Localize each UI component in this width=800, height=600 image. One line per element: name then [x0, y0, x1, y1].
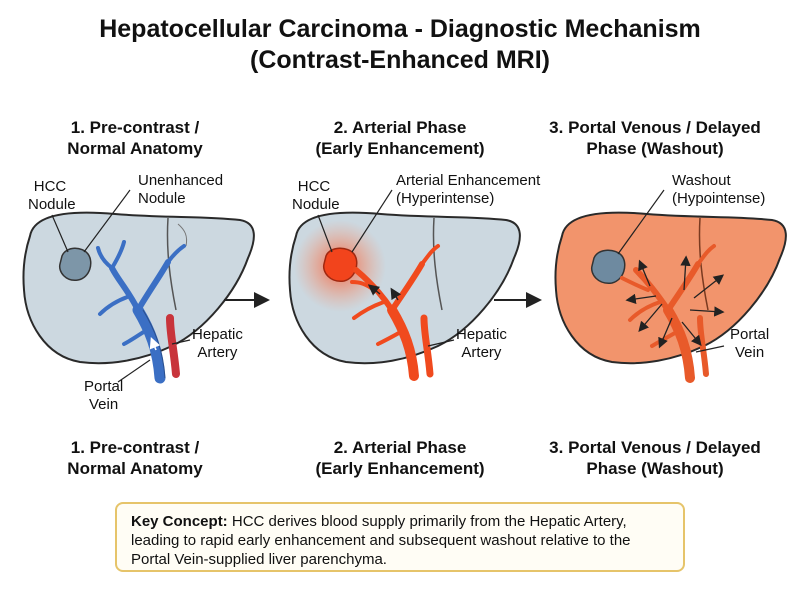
hcc-leader	[317, 214, 333, 253]
washout-leader	[617, 189, 665, 255]
gallbladder-fold	[177, 223, 188, 247]
title-line-1: Hepatocellular Carcinoma - Diagnostic Me…	[99, 15, 701, 43]
falciform-ligament	[432, 217, 443, 311]
portal-leader	[695, 345, 725, 353]
diagram-title: Hepatocellular Carcinoma - Diagnostic Me…	[0, 14, 800, 76]
falciform-ligament	[698, 217, 709, 311]
panel-3-heading-top: 3. Portal Venous / Delayed Phase (Washou…	[549, 118, 761, 158]
p2-arterial-enhancement-label: Arterial Enhancement(Hyperintense)	[396, 172, 541, 207]
panel-3-heading-bottom: 3. Portal Venous / Delayed Phase (Washou…	[549, 438, 761, 478]
artery-leader	[171, 339, 191, 345]
panel-1-liver	[22, 189, 255, 384]
key-concept-text: HCC derives blood supply primarily from …	[131, 513, 631, 568]
dispersal-arrows	[625, 255, 725, 349]
flow-arrow	[149, 337, 161, 351]
panel-2-heading-top: 2. Arterial Phase (Early Enhancement)	[315, 118, 485, 158]
portal-leader	[117, 359, 151, 383]
panel-2-liver	[288, 189, 521, 381]
hcc-nodule	[58, 247, 92, 281]
panel-2-heading-bottom: 2. Arterial Phase (Early Enhancement)	[315, 438, 485, 478]
enhancement-leader	[351, 189, 393, 253]
hcc-leader	[51, 214, 69, 253]
flow-arrow	[390, 287, 402, 301]
title-line-2: (Contrast-Enhanced MRI)	[250, 46, 550, 74]
hepatic-artery	[166, 314, 180, 378]
p3-washout-label: Washout(Hypointense)	[672, 172, 766, 207]
key-concept-box: Key Concept: HCC derives blood supply pr…	[115, 502, 685, 572]
hcc-nodule-washout	[590, 249, 626, 284]
unenhanced-leader	[83, 189, 131, 253]
panel-1-heading-top: 1. Pre-contrast / Normal Anatomy	[67, 118, 203, 158]
key-concept-label: Key Concept:	[131, 513, 228, 530]
hcc-nodule-enhanced	[322, 247, 358, 282]
flow-arrow	[367, 284, 381, 296]
panel-1-heading-bottom: 1. Pre-contrast / Normal Anatomy	[67, 438, 203, 478]
panel-3-liver	[554, 189, 787, 383]
artery-leader	[427, 339, 455, 347]
